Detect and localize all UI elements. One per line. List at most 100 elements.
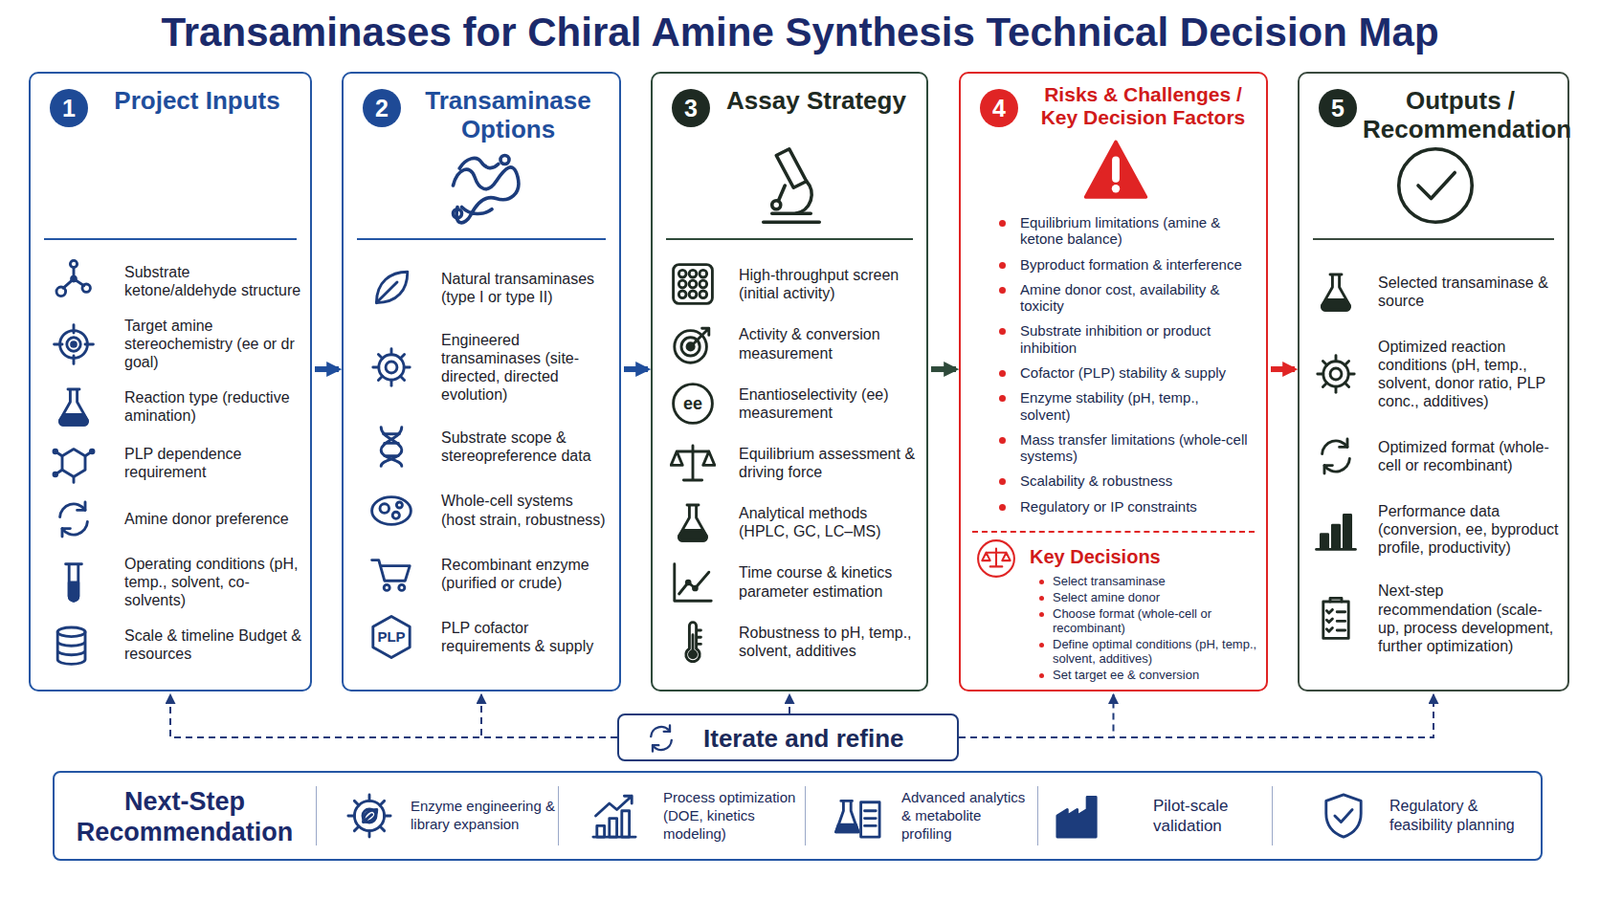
icon <box>1318 791 1369 842</box>
header-icon <box>129 142 216 233</box>
item-icon <box>1312 433 1359 480</box>
risk-text: Mass transfer limitations (whole-cell sy… <box>1020 431 1250 466</box>
risk-text: Regulatory or IP constraints <box>1020 498 1250 515</box>
item-text: Reaction type (reductive amination) <box>124 388 303 425</box>
step-number: 5 <box>1318 88 1357 128</box>
item-icon <box>669 559 716 606</box>
icon <box>1312 351 1359 398</box>
dashed-separator <box>972 531 1255 534</box>
risk-text: Equilibrium limitations (amine & ketone … <box>1020 214 1250 248</box>
item-icon <box>368 551 415 598</box>
item-text: PLP cofactor requirements & supply <box>441 619 610 656</box>
item-text: Recombinant enzyme (purified or crude) <box>441 555 610 593</box>
risk-text: Enzyme stability (pH, temp., solvent) <box>1020 389 1250 423</box>
iterate-box: Iterate and refine <box>617 713 959 762</box>
item-icon <box>50 496 97 543</box>
item-icon <box>50 258 97 305</box>
icon <box>669 261 716 308</box>
bullet <box>1039 673 1045 679</box>
item-icon <box>50 622 97 668</box>
item-text: Robustness to pH, temp., solvent, additi… <box>738 623 916 661</box>
icon <box>50 496 97 543</box>
step-number: 1 <box>49 88 89 128</box>
item-text: Next-step recommendation (scale-up, proc… <box>1377 581 1560 656</box>
step-number: 2 <box>362 88 401 128</box>
icon <box>1392 142 1479 229</box>
icon <box>368 265 415 312</box>
flow-arrow <box>314 366 339 373</box>
bullet <box>999 220 1006 227</box>
icon <box>1053 791 1104 842</box>
band-heading: Next-Step Recommendation <box>66 786 304 849</box>
decision-text: Select amine donor <box>1052 591 1259 606</box>
band-divider <box>557 786 559 846</box>
item-icon <box>368 488 415 534</box>
header-icon <box>748 142 835 233</box>
item-text: Operating conditions (pH, temp., solvent… <box>124 555 303 611</box>
decision-icon <box>976 538 1017 583</box>
icon <box>833 791 884 842</box>
item-icon <box>669 619 716 666</box>
flow-arrow <box>931 366 956 373</box>
decision-text: Set target ee & conversion <box>1052 668 1259 684</box>
title: Transaminases for Chiral Amine Synthesis… <box>0 9 1600 56</box>
item-icon <box>1312 507 1359 554</box>
bullet <box>999 504 1006 512</box>
step-number: 4 <box>979 88 1019 128</box>
panel: 4Risks & Challenges / Key Decision Facto… <box>958 71 1268 692</box>
risk-text: Cofactor (PLP) stability & supply <box>1020 364 1250 381</box>
iterate-text: Iterate and refine <box>703 724 905 755</box>
item-text: Enantioselectivity (ee) measurement <box>738 385 916 423</box>
item-text: Substrate ketone/aldehyde structure <box>124 263 303 300</box>
bullet <box>999 395 1006 402</box>
icon <box>669 619 716 666</box>
item-text: Engineered transaminases (site-directed,… <box>441 331 610 405</box>
icon <box>1082 136 1150 204</box>
bullet <box>999 328 1006 335</box>
step-number: 3 <box>671 88 711 128</box>
icon <box>344 791 395 842</box>
icon-label: PLP <box>368 614 415 661</box>
iterate-connector <box>958 694 1434 738</box>
icon <box>368 488 415 534</box>
item-icon <box>368 344 415 391</box>
icon <box>669 321 716 368</box>
risk-text: Byproduct formation & interference <box>1020 256 1250 273</box>
next-step-band: Next-Step Recommendation Enzyme engineeri… <box>52 771 1543 862</box>
band-item: Regulatory & feasibility planning <box>1389 797 1534 836</box>
band-item: Enzyme engineering & library expansion <box>410 798 569 835</box>
header-icon <box>1082 136 1150 208</box>
icon <box>50 383 97 430</box>
section-heading: Key Decisions <box>1029 546 1161 569</box>
panel-heading: Outputs / Recommendation <box>1362 87 1558 145</box>
item-text: Performance data (conversion, ee, byprod… <box>1377 502 1560 558</box>
band-divider <box>315 786 317 846</box>
icon <box>1312 507 1359 554</box>
item-icon <box>50 321 97 368</box>
decision-text: Choose format (whole-cell or recombinant… <box>1052 607 1259 637</box>
band-item: Advanced analytics & metabolite profilin… <box>901 789 1036 844</box>
icon <box>368 423 415 470</box>
bullet <box>999 437 1006 445</box>
separator <box>356 238 606 241</box>
item-icon: ee <box>669 380 716 427</box>
item-icon <box>669 321 716 368</box>
icon <box>669 499 716 546</box>
iterate-connector <box>788 694 791 714</box>
iterate-connector <box>170 694 618 738</box>
icon <box>669 559 716 606</box>
decision-text: Select transaminase <box>1052 575 1259 590</box>
band-item: Pilot-scale validation <box>1153 796 1264 838</box>
panel: 1Project InputsSubstrate ketone/aldehyde… <box>28 71 312 692</box>
item-icon <box>1312 268 1359 315</box>
icon <box>50 622 97 668</box>
panel: 5Outputs / RecommendationSelected transa… <box>1297 71 1570 692</box>
band-icon <box>833 791 884 845</box>
item-icon <box>50 383 97 430</box>
icon <box>1312 433 1359 480</box>
band-icon <box>1053 791 1104 845</box>
risk-text: Substrate inhibition or product inhibiti… <box>1020 322 1250 356</box>
flow-arrow <box>1270 366 1295 373</box>
icon <box>50 440 97 487</box>
panel-heading: Project Inputs <box>93 87 301 116</box>
